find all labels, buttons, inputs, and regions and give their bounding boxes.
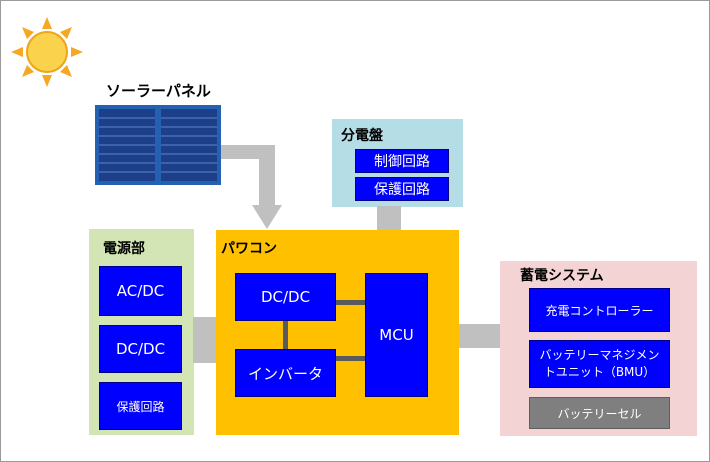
dcdc-inverter-wire [283, 321, 288, 349]
pcs-to-storage-connector [459, 324, 501, 348]
protection-circuit-box-board: 保護回路 [355, 177, 449, 201]
bmu-box: バッテリーマネジメントユニット（BMU） [529, 340, 670, 388]
sun-icon [11, 17, 83, 87]
acdc-box: AC/DC [99, 266, 182, 316]
mcu-box: MCU [365, 273, 428, 397]
down-arrow-icon [221, 145, 282, 229]
board-to-pcs-connector [377, 206, 401, 231]
dcdc-box-power-unit: DC/DC [99, 325, 182, 373]
protection-circuit-box-power: 保護回路 [99, 382, 182, 430]
distribution-board-title: 分電盤 [341, 128, 383, 144]
control-circuit-box: 制御回路 [355, 149, 449, 173]
power-conditioner-title: パワコン [221, 241, 277, 257]
power-unit-to-pcs-connector [193, 317, 216, 363]
battery-cell-box: バッテリーセル [529, 397, 670, 429]
solar-panel-label: ソーラーパネル [106, 82, 211, 100]
dcdc-box-pcs: DC/DC [235, 273, 336, 321]
solar-panel-icon [95, 105, 221, 185]
inverter-mcu-wire [336, 356, 365, 361]
storage-system-title: 蓄電システム [520, 268, 604, 284]
dcdc-mcu-wire [336, 300, 365, 305]
power-unit-title: 電源部 [103, 241, 145, 257]
inverter-box: インバータ [235, 349, 336, 397]
charge-controller-box: 充電コントローラー [529, 288, 670, 332]
